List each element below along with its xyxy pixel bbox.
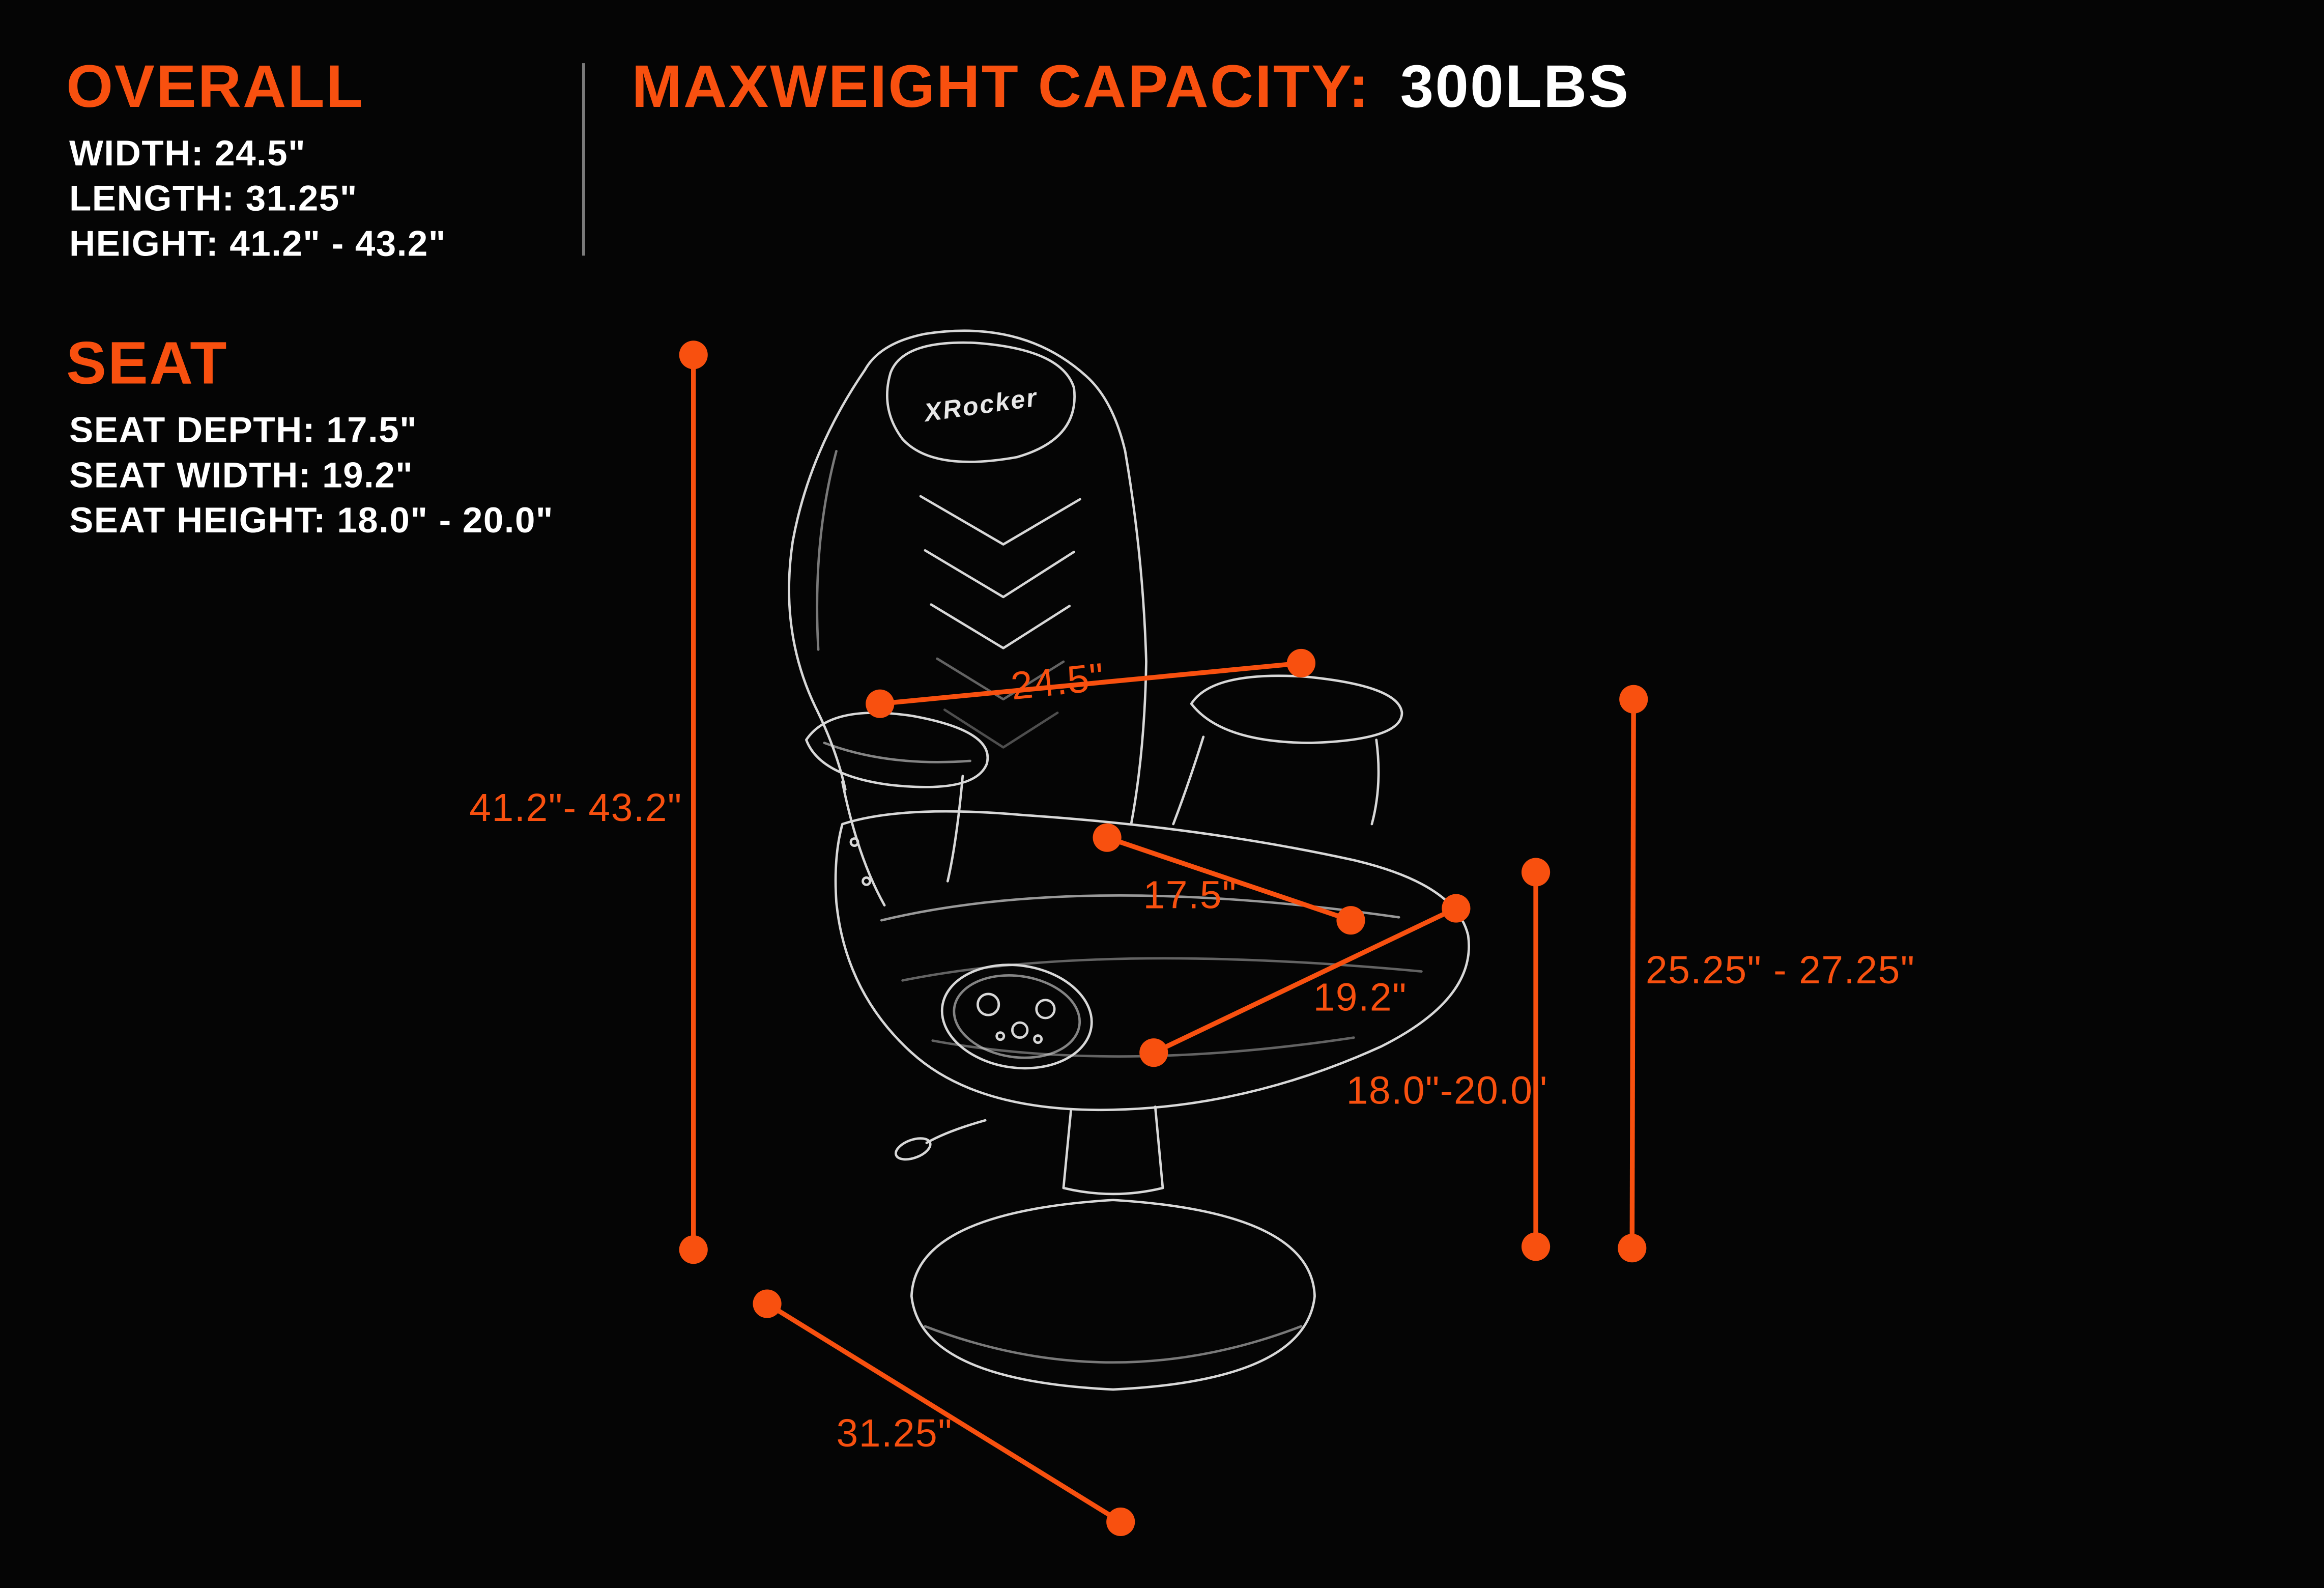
seat-height-dimension-label: 18.0"-20.0"	[1346, 1067, 1548, 1113]
chair-line-art: XRocker	[788, 329, 1470, 1391]
length-dimension-label: 31.25"	[836, 1410, 953, 1456]
dimension-lines	[679, 341, 1648, 1537]
seat-depth-spec: SEAT DEPTH: 17.5"	[69, 410, 418, 451]
seat-depth-dimension-label: 17.5"	[1143, 872, 1237, 918]
seat-width-dimension-label: 19.2"	[1313, 974, 1407, 1020]
recline-lever	[925, 1119, 987, 1144]
headrest-pillow	[886, 341, 1076, 463]
seat-cushion	[834, 810, 1470, 1112]
pedestal-base	[910, 1199, 1316, 1391]
seat-heading: SEAT	[66, 330, 228, 397]
control-panel	[940, 963, 1093, 1070]
overall-length-spec: LENGTH: 31.25"	[69, 179, 358, 220]
brand-logo: XRocker	[921, 383, 1040, 427]
max-weight-label: MAXWEIGHT CAPACITY:	[632, 54, 1370, 121]
header-divider	[582, 63, 585, 256]
max-weight-header: MAXWEIGHT CAPACITY: 300LBS	[632, 54, 1630, 122]
back-height-dimension-label: 25.25" - 27.25"	[1645, 947, 1915, 992]
overall-height-spec: HEIGHT: 41.2" - 43.2"	[69, 224, 447, 265]
seat-height-spec: SEAT HEIGHT: 18.0" - 20.0"	[69, 500, 554, 542]
height-dimension-label: 41.2"- 43.2"	[469, 785, 682, 830]
max-weight-value: 300LBS	[1400, 54, 1630, 121]
width-dimension-label: 24.5"	[1009, 654, 1107, 709]
control-knob	[977, 992, 1000, 1016]
right-armrest	[1190, 674, 1403, 744]
left-armrest	[805, 712, 989, 788]
seat-width-spec: SEAT WIDTH: 19.2"	[69, 456, 414, 496]
overall-heading: OVERALL	[66, 54, 364, 121]
overall-width-spec: WIDTH: 24.5"	[69, 133, 306, 175]
